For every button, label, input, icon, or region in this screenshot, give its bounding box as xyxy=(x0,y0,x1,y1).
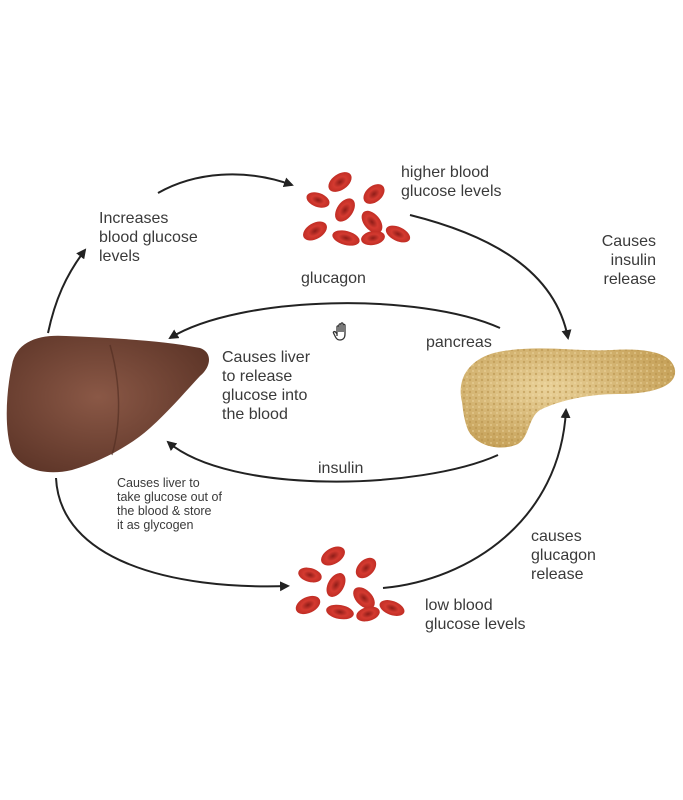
arrow-high-glucose-to-pancreas xyxy=(409,214,572,340)
liver-illustration xyxy=(6,335,210,473)
pancreas-illustration xyxy=(460,348,676,448)
red-blood-cells-low xyxy=(295,546,405,622)
glucagon-label: glucagon xyxy=(301,270,366,287)
arrow-liver-to-low-glucose xyxy=(55,477,290,592)
arrow-liver-to-high-glucose xyxy=(47,248,87,334)
insulin-label: insulin xyxy=(318,460,364,477)
causes-liver-release-label: Causes liver to release glucose into the… xyxy=(222,349,311,423)
causes-glucagon-release-label: causes glucagon release xyxy=(531,528,596,583)
arrow-glucagon-to-liver xyxy=(168,302,501,340)
causes-liver-take-label: Causes liver to take glucose out of the … xyxy=(117,476,222,532)
hand-cursor-icon xyxy=(332,322,346,341)
higher-blood-glucose-label: higher blood glucose levels xyxy=(401,164,502,200)
causes-insulin-release-label: Causes insulin release xyxy=(601,233,656,288)
low-blood-glucose-label: low blood glucose levels xyxy=(425,597,526,633)
arrow-to-high-glucose-cells xyxy=(157,173,294,194)
pancreas-label: pancreas xyxy=(426,334,492,351)
red-blood-cells-high xyxy=(303,172,411,246)
arrow-low-glucose-to-pancreas xyxy=(382,408,571,589)
increases-blood-glucose-label: Increases blood glucose levels xyxy=(99,210,198,265)
arrow-insulin-to-liver xyxy=(166,440,499,483)
